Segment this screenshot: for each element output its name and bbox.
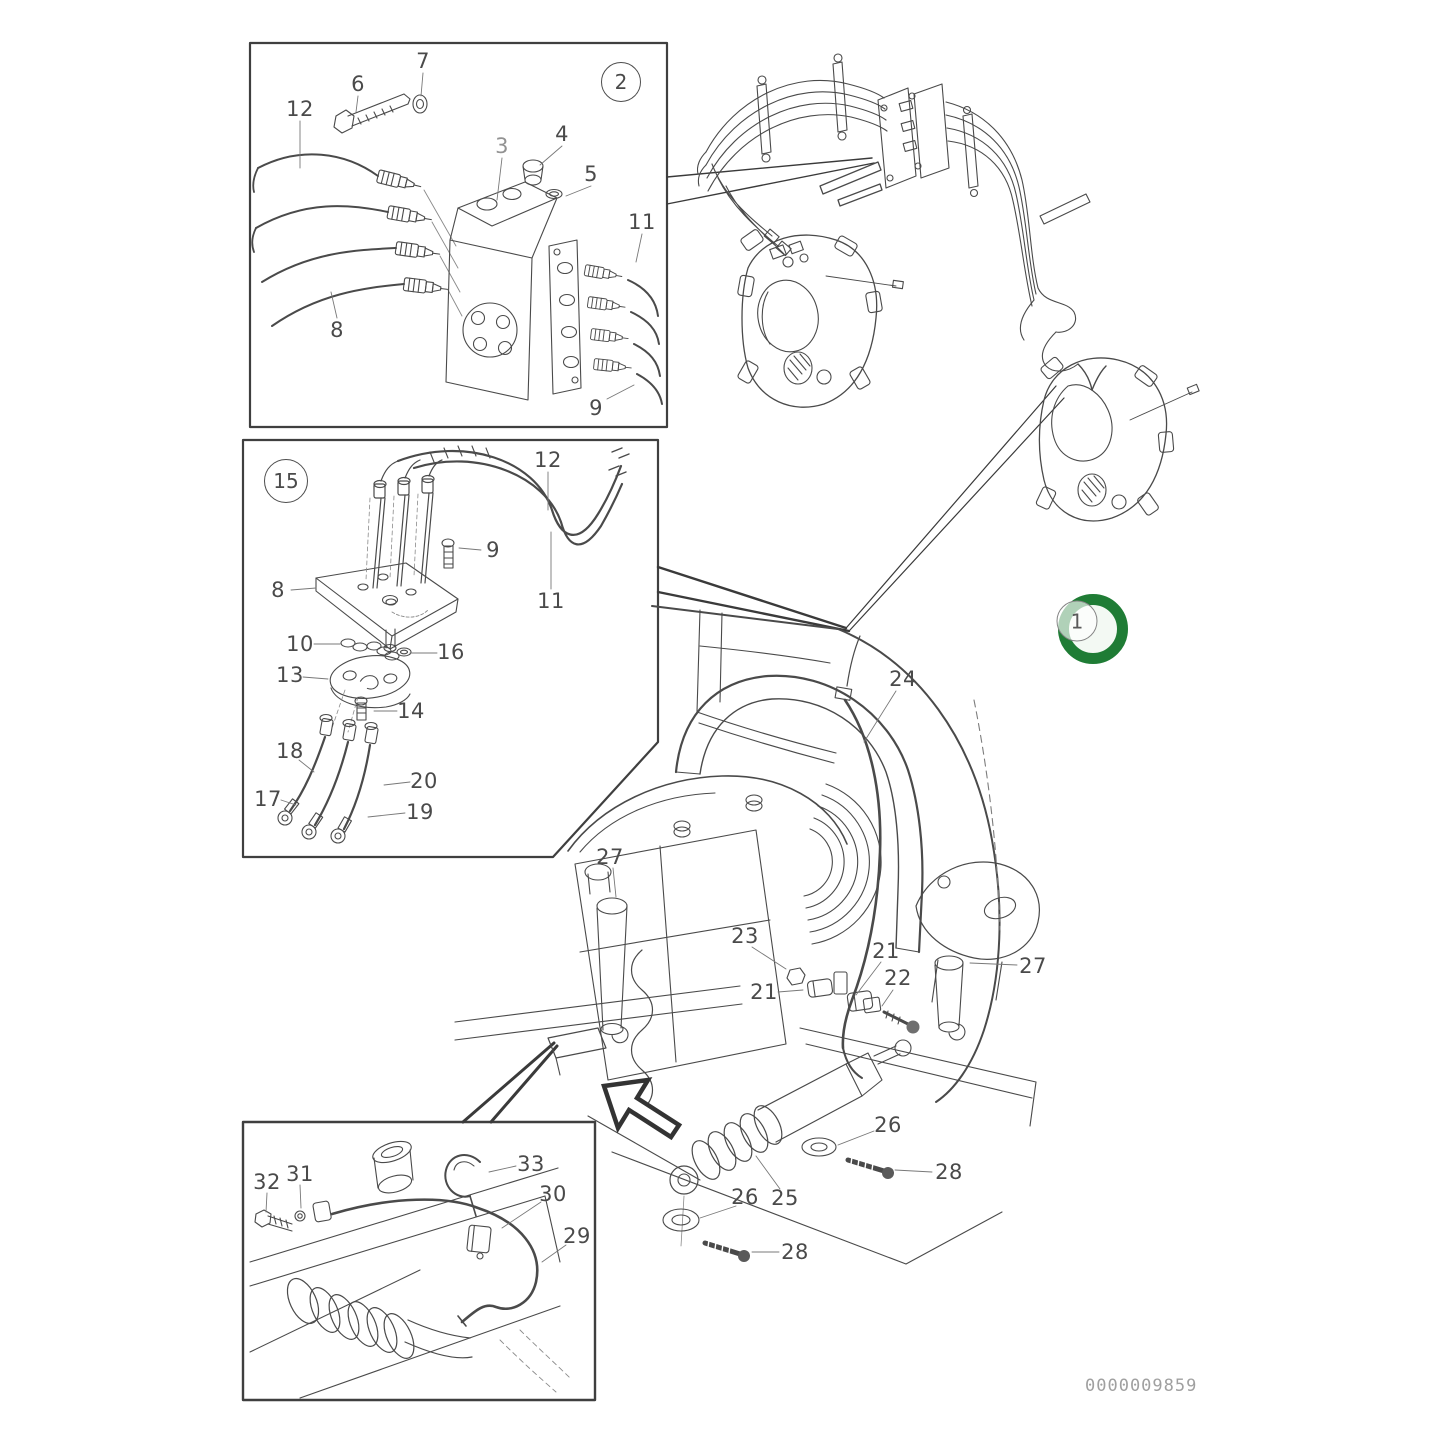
inset-leader-wedges (461, 157, 1065, 1124)
callout-leader-lines (265, 72, 1018, 1263)
main-machine-art (454, 605, 1040, 1265)
inset-box-15-art (241, 438, 660, 859)
inset-box-bottom-art (241, 1120, 597, 1402)
highlight-balloon-number: 1 (1056, 600, 1098, 642)
highlight-balloon-1[interactable]: 1 (1056, 594, 1128, 664)
hose-assembly-top-art (696, 53, 1200, 522)
inset-box-2-art (248, 41, 669, 429)
document-number: 0000009859 (1085, 1376, 1198, 1396)
pointer-arrow-icon (601, 1077, 683, 1141)
